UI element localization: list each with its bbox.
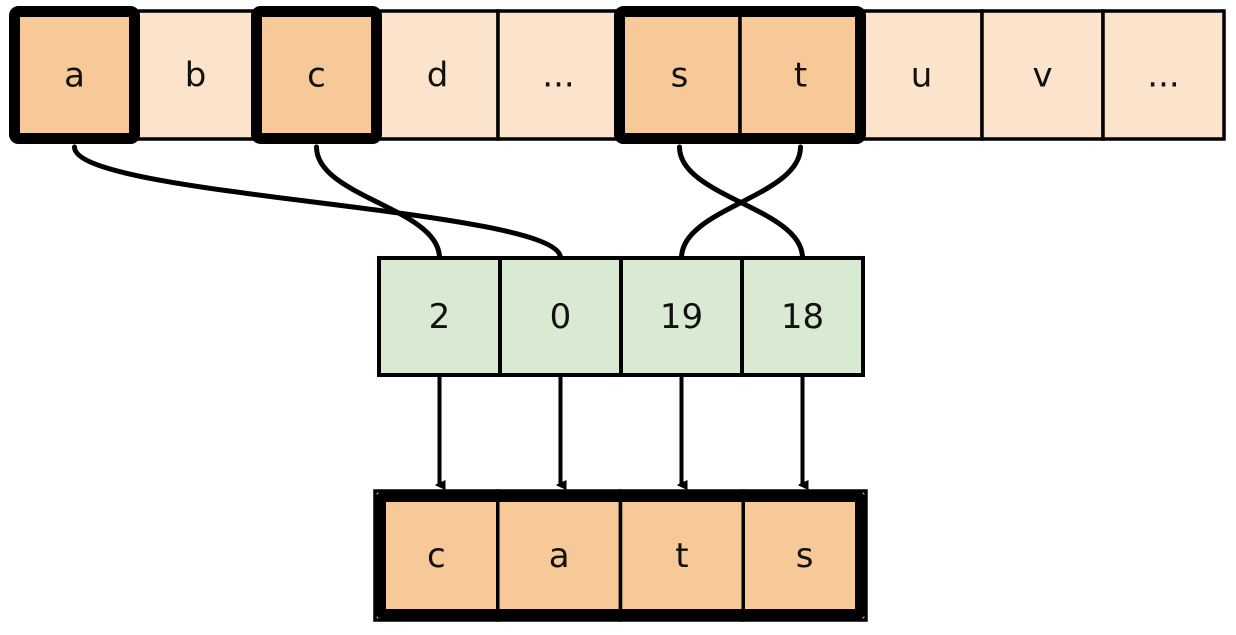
alphabet-cell-u[interactable] [859,9,984,141]
word-cell-text: t [675,536,688,576]
word-row-outline [375,491,866,620]
alphabet-cell-text: t [794,56,807,96]
alphabet-cell-v[interactable] [980,9,1105,141]
word-cell-a[interactable] [496,489,623,622]
alphabet-cell-text: s [671,56,689,96]
index-cell-text: 0 [550,297,572,337]
alphabet-cell-s[interactable] [617,9,742,141]
index-cell-18[interactable] [740,256,865,377]
alphabet-cell-text: c [307,56,326,96]
alphabet-highlight-outline [9,6,140,144]
curve-t-to-19 [679,144,803,261]
word-cell-text: s [796,536,814,576]
alphabet-cell-text: d [427,56,449,96]
alphabet-cell-...[interactable] [1101,9,1226,141]
curve-a-to-0 [72,144,563,261]
word-cell-c[interactable] [373,489,500,622]
word-cell-t[interactable] [618,489,745,622]
index-cell-text: 19 [660,297,703,337]
index-cell-text: 2 [429,297,451,337]
alphabet-cell-t[interactable] [738,9,863,141]
index-cell-text: 18 [781,297,824,337]
curve-s-to-18 [677,144,805,261]
word-cell-text: c [427,536,446,576]
alphabet-cell-b[interactable] [133,9,258,141]
alphabet-cell-c[interactable] [254,9,379,141]
alphabet-cell-...[interactable] [496,9,621,141]
alphabet-cell-a[interactable] [12,9,137,141]
curve-c-to-2 [314,144,442,261]
alphabet-cell-text: u [911,56,933,96]
alphabet-cell-text: v [1032,56,1052,96]
index-cell-2[interactable] [377,256,502,377]
index-cell-19[interactable] [619,256,744,377]
word-cell-text: a [549,536,570,576]
alphabet-strip: a b c d... s t u v... [9,6,1226,144]
connector-curves [72,144,805,261]
alphabet-highlight-outline [251,6,382,144]
word-cell-s[interactable] [741,489,868,622]
alphabet-highlight-outline [614,6,866,144]
alphabet-cell-text: ... [542,56,574,96]
alphabet-cell-d[interactable] [375,9,500,141]
connector-arrows [440,375,803,485]
alphabet-cell-text: a [64,56,85,96]
index-cell-0[interactable] [498,256,623,377]
alphabet-cell-text: b [185,56,207,96]
alphabet-cell-text: ... [1147,56,1179,96]
